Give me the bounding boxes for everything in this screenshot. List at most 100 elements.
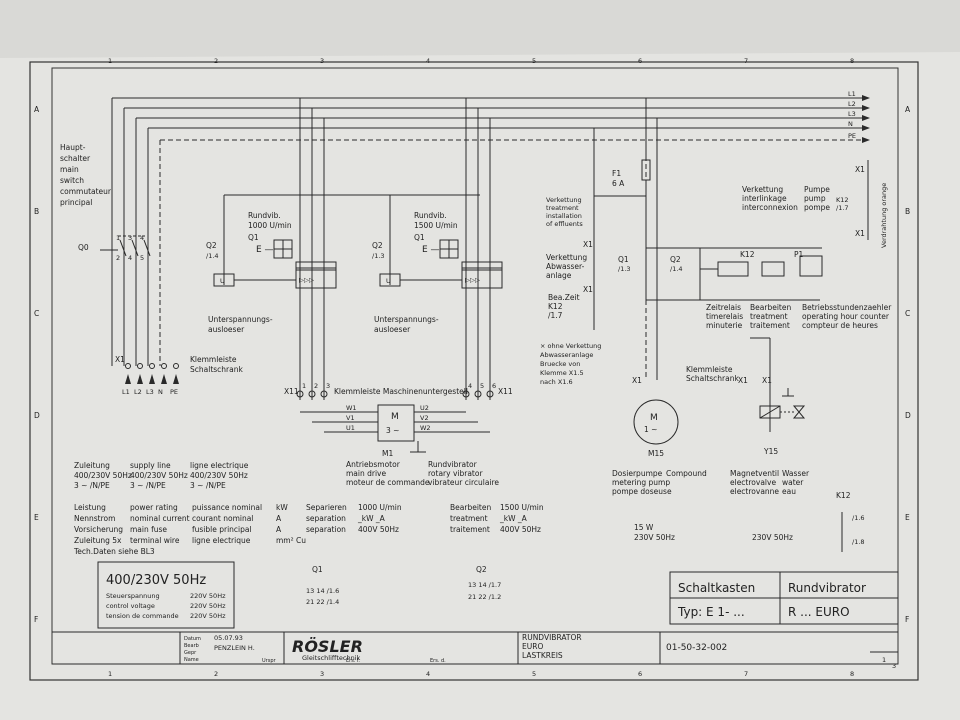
- winding-label: V2: [420, 414, 429, 422]
- title-field: Gepr: [184, 650, 197, 656]
- svg-text:4: 4: [128, 254, 132, 262]
- ruler-number-bottom: 5: [532, 670, 536, 678]
- svg-text:P1: P1: [794, 250, 804, 259]
- svg-text:U: U: [220, 277, 225, 285]
- svg-text:Gleitschlifftechnik: Gleitschlifftechnik: [302, 654, 361, 662]
- motor2-trip: Unterspannungs-ausloeser: [374, 315, 439, 334]
- left-feeds: [111, 98, 161, 366]
- row-letter: A: [34, 105, 40, 114]
- svg-text:6 A: 6 A: [612, 179, 625, 188]
- strip-terminal: [296, 390, 304, 398]
- terminal-point: [149, 363, 155, 369]
- svg-text:Verdrahtung orange: Verdrahtung orange: [880, 183, 888, 248]
- svg-text:Q1: Q1: [312, 565, 323, 574]
- bus-label: L3: [848, 110, 856, 118]
- title-field: Urspr: [262, 658, 276, 664]
- svg-text:X1: X1: [583, 240, 593, 249]
- svg-text:400/230V 50Hz: 400/230V 50Hz: [106, 573, 206, 588]
- strip-number: 5: [480, 382, 484, 390]
- motor2-title: Rundvib.1500 U/min: [414, 211, 458, 230]
- bus-arrow: [862, 105, 870, 111]
- terminal-arrow: [137, 374, 143, 384]
- svg-text:21 22 /1.2: 21 22 /1.2: [468, 593, 501, 601]
- row-letter-right: F: [905, 615, 909, 624]
- voltage-row-label: Steuerspannung: [106, 592, 160, 600]
- terminal-point: [137, 363, 143, 369]
- winding-label: W2: [420, 424, 431, 432]
- svg-text:M15: M15: [648, 449, 664, 458]
- terminal-label: L1: [122, 388, 130, 396]
- svg-text:1: 1: [116, 234, 120, 242]
- bus-arrow: [862, 115, 870, 121]
- machine-terminal-strip: X11 X11 Klemmleiste Maschinenuntergestel…: [284, 382, 513, 398]
- svg-text:3: 3: [128, 234, 132, 242]
- svg-text:/1.8: /1.8: [852, 538, 865, 546]
- svg-text:X1: X1: [762, 376, 772, 385]
- svg-text:K12: K12: [740, 250, 755, 259]
- svg-text:X1: X1: [632, 376, 642, 385]
- motor-group-1500: Rundvib.1500 U/min Q1 E — Q2 /1.3 U ▷▷▷ …: [372, 98, 503, 400]
- svg-text:X11: X11: [498, 387, 513, 396]
- strip-number: 4: [468, 382, 472, 390]
- svg-text:R ... EURO: R ... EURO: [788, 605, 850, 619]
- svg-text:21 22 /1.4: 21 22 /1.4: [306, 598, 339, 606]
- svg-text:X1: X1: [855, 229, 865, 238]
- terminal-arrow: [161, 374, 167, 384]
- strip-number: 1: [302, 382, 306, 390]
- svg-text:5: 5: [140, 254, 144, 262]
- bus-label: PE: [848, 132, 856, 140]
- ruler-number-bottom: 7: [744, 670, 748, 678]
- ruler-number: 3: [320, 57, 324, 65]
- svg-text:▷▷▷: ▷▷▷: [465, 276, 480, 284]
- svg-text:PENZLEIN H.: PENZLEIN H.: [214, 644, 255, 652]
- svg-text:Q1: Q1: [618, 255, 629, 264]
- svg-text:E —: E —: [422, 245, 440, 255]
- svg-text:M: M: [650, 413, 658, 423]
- bus-label: L1: [848, 90, 856, 98]
- winding-label: U1: [346, 424, 355, 432]
- svg-text:Schaltkasten: Schaltkasten: [678, 581, 755, 595]
- motor1-trip: Unterspannungs-ausloeser: [208, 315, 273, 334]
- winding-label: W1: [346, 404, 357, 412]
- svg-text:Compound: Compound: [666, 469, 707, 478]
- svg-text:01-50-32-002: 01-50-32-002: [666, 643, 727, 653]
- title-field: Ers. d.: [430, 658, 446, 664]
- svg-text:13 14 /1.7: 13 14 /1.7: [468, 581, 501, 589]
- terminal-label: L3: [146, 388, 154, 396]
- ruler-number: 2: [214, 57, 218, 65]
- svg-text:F1: F1: [612, 169, 621, 178]
- svg-text:Klemmleiste Maschinenuntergest: Klemmleiste Maschinenuntergestell: [334, 387, 468, 396]
- strip-number: 3: [326, 382, 330, 390]
- row-letter-right: B: [905, 207, 910, 216]
- svg-text:Typ: E 1- ...: Typ: E 1- ...: [677, 605, 745, 619]
- terminal-point: [161, 363, 167, 369]
- svg-text:X1: X1: [583, 285, 593, 294]
- svg-text:05.07.93: 05.07.93: [214, 634, 243, 642]
- ruler-number-bottom: 3: [320, 670, 324, 678]
- strip-terminal: [486, 390, 494, 398]
- svg-text:Rundvibrator: Rundvibrator: [788, 581, 866, 595]
- svg-text:M1: M1: [382, 449, 393, 458]
- svg-text:Q2: Q2: [206, 241, 217, 250]
- svg-text:Q2: Q2: [670, 255, 681, 264]
- bus-arrow: [862, 95, 870, 101]
- ruler-number: 5: [532, 57, 536, 65]
- svg-text:3: 3: [892, 662, 896, 670]
